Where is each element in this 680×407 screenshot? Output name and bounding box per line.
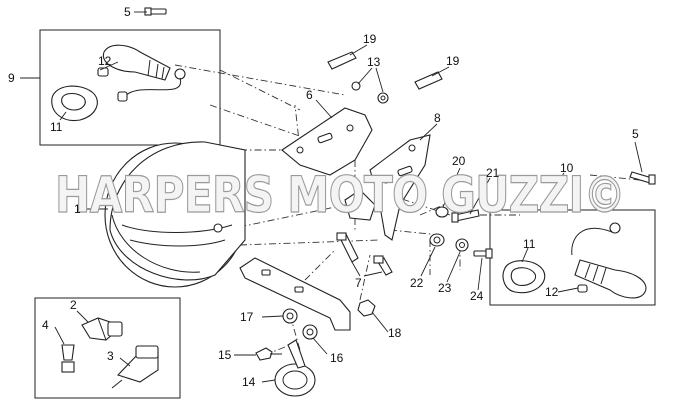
callout-19-b: 19: [446, 54, 460, 68]
leader-lines: [20, 11, 643, 383]
callout-21: 21: [486, 166, 500, 180]
callout-19-a: 19: [363, 32, 377, 46]
turn-signal-body-left: [102, 44, 186, 99]
screw-7a: [336, 232, 359, 263]
screw-15: [255, 347, 282, 361]
screw-23: [455, 238, 469, 252]
callout-12-right: 12: [545, 285, 559, 299]
callout-20: 20: [452, 154, 466, 168]
callout-11-left: 11: [50, 120, 63, 134]
callout-14: 14: [242, 375, 256, 389]
bulb-high-beam: [111, 345, 159, 389]
callout-2: 2: [70, 298, 77, 312]
callout-15: 15: [218, 348, 232, 362]
rubber-pad-b: [414, 71, 443, 90]
callout-17: 17: [240, 310, 254, 324]
spacer-22: [429, 233, 445, 247]
callout-labels: 5 19 13 19 12 9 11 6 8 5 20 21 10 1 11 1…: [8, 5, 639, 389]
callout-23: 23: [438, 281, 452, 295]
callout-3: 3: [107, 349, 114, 363]
bulb-headlamp: [81, 317, 123, 341]
callout-8: 8: [434, 111, 441, 125]
bolt-21: [451, 209, 480, 223]
bracket-left: [281, 107, 373, 176]
turn-signal-lens-right: [502, 260, 546, 294]
center-mount: [344, 189, 376, 221]
bulb-small-right: [577, 284, 588, 293]
bulb-small-left: [97, 67, 128, 102]
headlamp-housing: [104, 141, 246, 288]
turn-signal-right-box: [489, 209, 656, 306]
callout-5-right: 5: [632, 127, 639, 141]
bolt-24: [473, 248, 493, 259]
callout-10: 10: [560, 161, 574, 175]
screw-top: [144, 7, 167, 16]
callout-24: 24: [470, 289, 484, 303]
bracket-right: [369, 134, 431, 241]
callout-7: 7: [355, 276, 362, 290]
license-bracket: [239, 257, 351, 331]
screw-right: [629, 171, 656, 185]
turn-signal-lens-left: [51, 85, 98, 122]
callout-12-left: 12: [98, 54, 112, 68]
washer-20: [435, 206, 449, 218]
watermark-text: HARPERS MOTO GUZZI©: [55, 166, 625, 224]
horn-14: [274, 339, 316, 397]
callout-4: 4: [42, 318, 49, 332]
callout-1: 1: [74, 202, 81, 216]
bulb-kit-box: [34, 297, 181, 399]
rubber-pad-a: [327, 51, 357, 70]
callout-18: 18: [388, 326, 402, 340]
screw-7b: [373, 255, 393, 276]
turn-signal-body-right: [571, 222, 647, 299]
spacer-17: [282, 308, 298, 324]
washer-16: [302, 324, 318, 340]
callout-13: 13: [367, 55, 381, 69]
callout-9: 9: [8, 71, 15, 85]
nut-13: [351, 81, 389, 104]
callout-6: 6: [306, 88, 313, 102]
nut-18: [357, 299, 376, 317]
callout-5-top: 5: [124, 5, 131, 19]
bulb-parking: [61, 344, 75, 373]
callout-22: 22: [410, 276, 424, 290]
callout-11-right: 11: [523, 237, 536, 251]
callout-16: 16: [330, 351, 344, 365]
